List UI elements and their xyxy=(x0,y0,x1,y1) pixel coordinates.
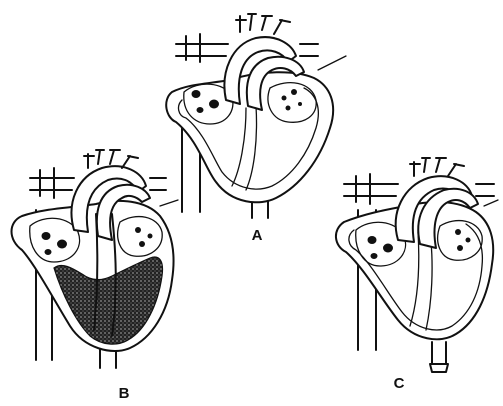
heart-a xyxy=(166,14,346,218)
label-b: B xyxy=(119,385,130,402)
heart-b xyxy=(12,150,179,368)
label-a: A xyxy=(252,227,263,244)
label-c: C xyxy=(394,375,405,392)
heart-c xyxy=(336,158,498,372)
